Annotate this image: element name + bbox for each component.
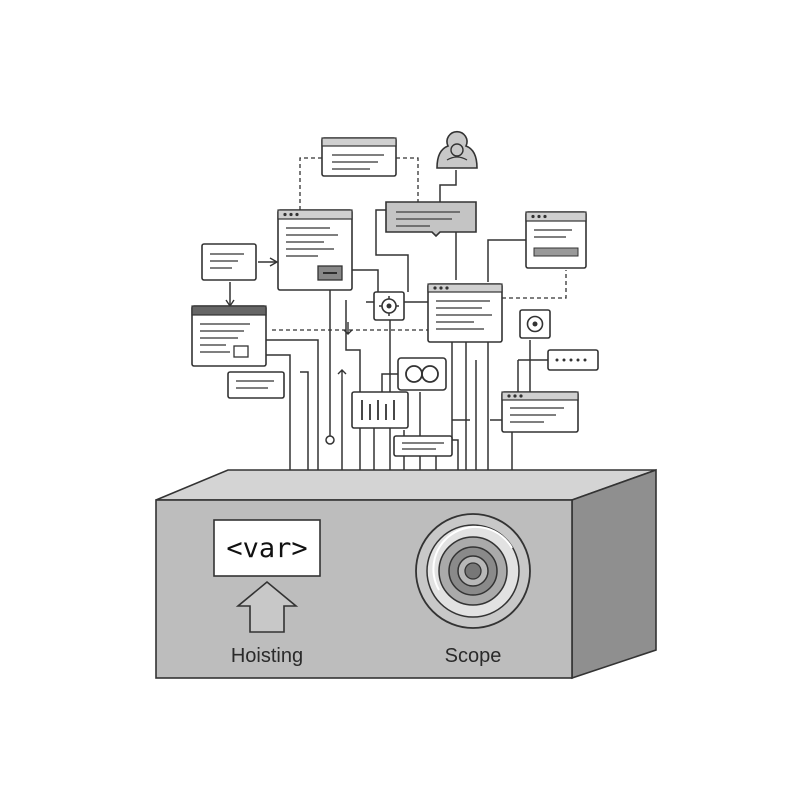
gear-icon	[373, 291, 405, 321]
window-left	[191, 305, 267, 367]
target-icon	[519, 309, 551, 339]
var-code-tag: <var>	[213, 519, 321, 577]
double-circle-icon	[397, 357, 447, 391]
window-gray	[385, 201, 477, 238]
window-code	[277, 209, 353, 291]
window-dots	[547, 349, 599, 371]
window-lower-right	[501, 391, 579, 433]
arrow-down-icon	[343, 322, 353, 335]
scope-label: Scope	[445, 645, 502, 667]
window-note-lower	[227, 371, 285, 399]
window-top	[321, 137, 397, 177]
hoisting-arrow-icon	[235, 580, 299, 633]
window-right-top	[525, 211, 587, 269]
hoisting-label: Hoisting	[231, 645, 303, 667]
window-barcode	[351, 391, 409, 429]
var-code-text: <var>	[226, 533, 307, 564]
arrow-up-icon	[337, 369, 347, 380]
window-bottom-center	[393, 435, 453, 457]
window-middle	[427, 283, 503, 343]
user-icon	[436, 130, 478, 169]
scope-rings-icon	[415, 513, 531, 629]
window-note-left	[201, 243, 257, 281]
